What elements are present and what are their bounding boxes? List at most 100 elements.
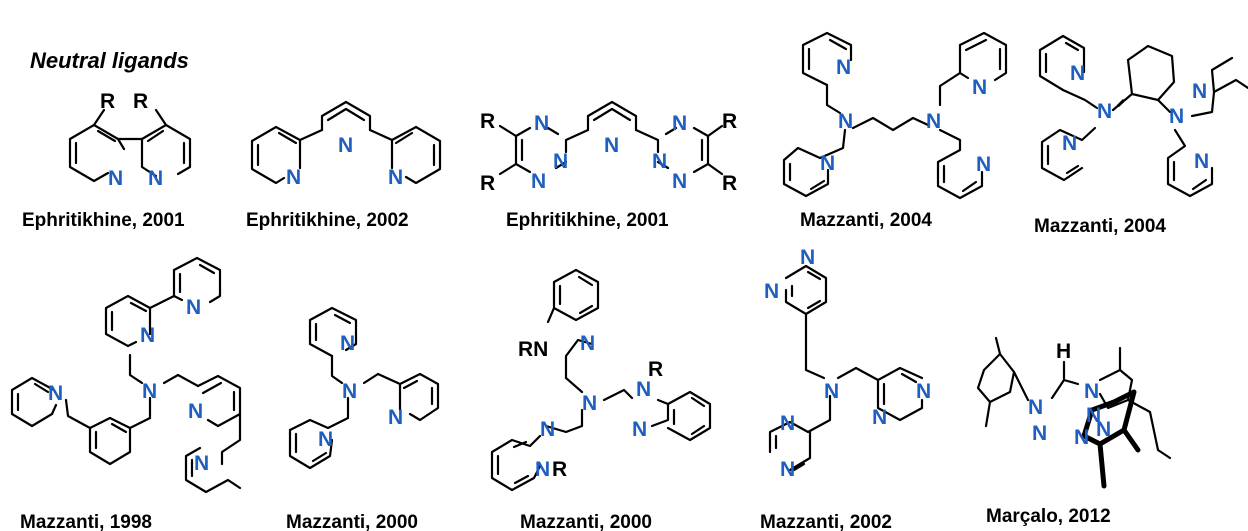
bond-arm-py-4 — [1166, 128, 1214, 198]
atom-n: N — [672, 112, 687, 135]
bond-pyrazole-left-subst — [984, 336, 1030, 428]
bond-substituents — [92, 108, 168, 127]
atom-n: N — [926, 110, 941, 133]
bond-inner-left — [256, 131, 298, 167]
bond-py-left-outer — [10, 376, 92, 430]
bond-inner-py-2 — [1046, 144, 1080, 175]
atom-r: R — [133, 90, 148, 113]
bond-py-top — [308, 306, 358, 358]
bond-ring-left — [68, 123, 126, 183]
caption: Ephritikhine, 2001 — [22, 210, 185, 231]
bond-inner-py-1 — [1044, 41, 1080, 74]
atom-n: N — [194, 452, 209, 475]
caption: Ephritikhine, 2001 — [506, 210, 669, 231]
bond-pyrazine-right — [876, 366, 924, 422]
atom-rn: RN — [518, 338, 548, 361]
atom-n: N — [186, 296, 201, 319]
atom-r: R — [552, 458, 567, 481]
structure-tpm: H N N N N N N — [976, 336, 1172, 489]
atom-n: N — [1194, 150, 1209, 173]
bond-arm-1 — [825, 83, 842, 115]
bond-inner-left — [74, 129, 117, 165]
bond-arm-1 — [1061, 88, 1099, 110]
bond-arms-top — [804, 312, 880, 382]
atom-n: N — [188, 400, 203, 423]
structure-btp: N N N N N N N R R R R — [480, 100, 737, 195]
atom-n: N — [604, 134, 619, 157]
atom-n: N — [540, 418, 555, 441]
bond-arm-py-3 — [1190, 56, 1248, 118]
atom-n: N — [800, 246, 815, 269]
bond-imidazole-top — [546, 306, 594, 358]
bond-py-mid-top — [104, 294, 176, 348]
atom-n: N — [972, 76, 987, 99]
bond-triazine-left — [514, 126, 590, 174]
bond-inner-center — [592, 107, 632, 122]
structure-ntb: RN N N N N R R N N — [490, 268, 712, 492]
atom-n: N — [780, 412, 795, 435]
bond-inner-right — [394, 131, 436, 167]
atom-n: N — [672, 170, 687, 193]
atom-n: N — [534, 112, 549, 135]
bond-benzo-bottom — [490, 434, 542, 492]
bond-inner-py-right — [402, 379, 434, 406]
caption: Ephritikhine, 2002 — [246, 210, 409, 231]
atom-n: N — [286, 166, 301, 189]
structure-tbpa: N N N N N N — [10, 256, 242, 494]
bond-ring-center — [586, 100, 638, 132]
atom-r: R — [480, 110, 495, 133]
bond-triazine-right — [634, 126, 710, 174]
atom-n: N — [1096, 418, 1111, 441]
section-title: Neutral ligands — [30, 48, 189, 73]
atom-n: N — [108, 167, 123, 190]
caption: Mazzanti, 2000 — [520, 512, 652, 531]
atom-n: N — [1070, 62, 1085, 85]
bond-benzo-top — [552, 268, 600, 322]
bond-inner-py-mid-top — [110, 301, 148, 332]
caption: Mazzanti, 2000 — [286, 512, 418, 531]
atom-n: N — [580, 332, 595, 355]
atom-n: N — [1074, 426, 1089, 449]
atom-n: N — [318, 428, 333, 451]
bond-inner-py-left — [294, 432, 328, 463]
bond-inner-py-right — [190, 381, 236, 478]
atom-r: R — [722, 172, 737, 195]
bond-arm-py-3 — [938, 31, 1008, 107]
bond-arm-py-2 — [782, 128, 847, 198]
atom-n: N — [1192, 80, 1207, 103]
bond-amine-arms — [128, 353, 200, 388]
bond-benzimidazole-right — [602, 388, 712, 442]
bond-pyrazine-left — [768, 394, 832, 472]
atom-n: N — [1062, 132, 1077, 155]
atom-n: N — [388, 406, 403, 429]
atom-n: N — [553, 150, 568, 173]
atom-n: N — [652, 150, 667, 173]
atom-r: R — [100, 90, 115, 113]
structure-tppn: N N N N N N — [782, 31, 1008, 200]
bond-inner-py-4 — [942, 164, 978, 193]
caption: Mazzanti, 2004 — [800, 210, 932, 231]
bond-arm-top — [330, 354, 344, 385]
caption: Marçalo, 2012 — [986, 506, 1111, 527]
bond-arm-py-2 — [1040, 126, 1097, 182]
bond-ring-right — [368, 125, 442, 185]
atom-n: N — [535, 458, 550, 481]
atom-n: N — [142, 380, 157, 403]
bond-arm-left — [544, 408, 584, 434]
bond-inner-py-3 — [964, 38, 1002, 71]
atom-r: R — [722, 110, 737, 133]
bond-py-left-mid — [88, 396, 152, 466]
atom-h: H — [1056, 340, 1071, 363]
atom-n: N — [764, 280, 779, 303]
atom-n: N — [338, 134, 353, 157]
atom-n: N — [838, 110, 853, 133]
bond-py-1 — [801, 31, 853, 87]
atom-n: N — [636, 378, 651, 401]
structure-terpyridine: N N N — [250, 100, 442, 189]
atom-n: N — [340, 332, 355, 355]
atom-n: N — [388, 166, 403, 189]
bond-py-right — [184, 374, 242, 494]
bond-py-1 — [1038, 34, 1086, 92]
caption: Mazzanti, 1998 — [20, 512, 152, 531]
atom-n: N — [872, 406, 887, 429]
